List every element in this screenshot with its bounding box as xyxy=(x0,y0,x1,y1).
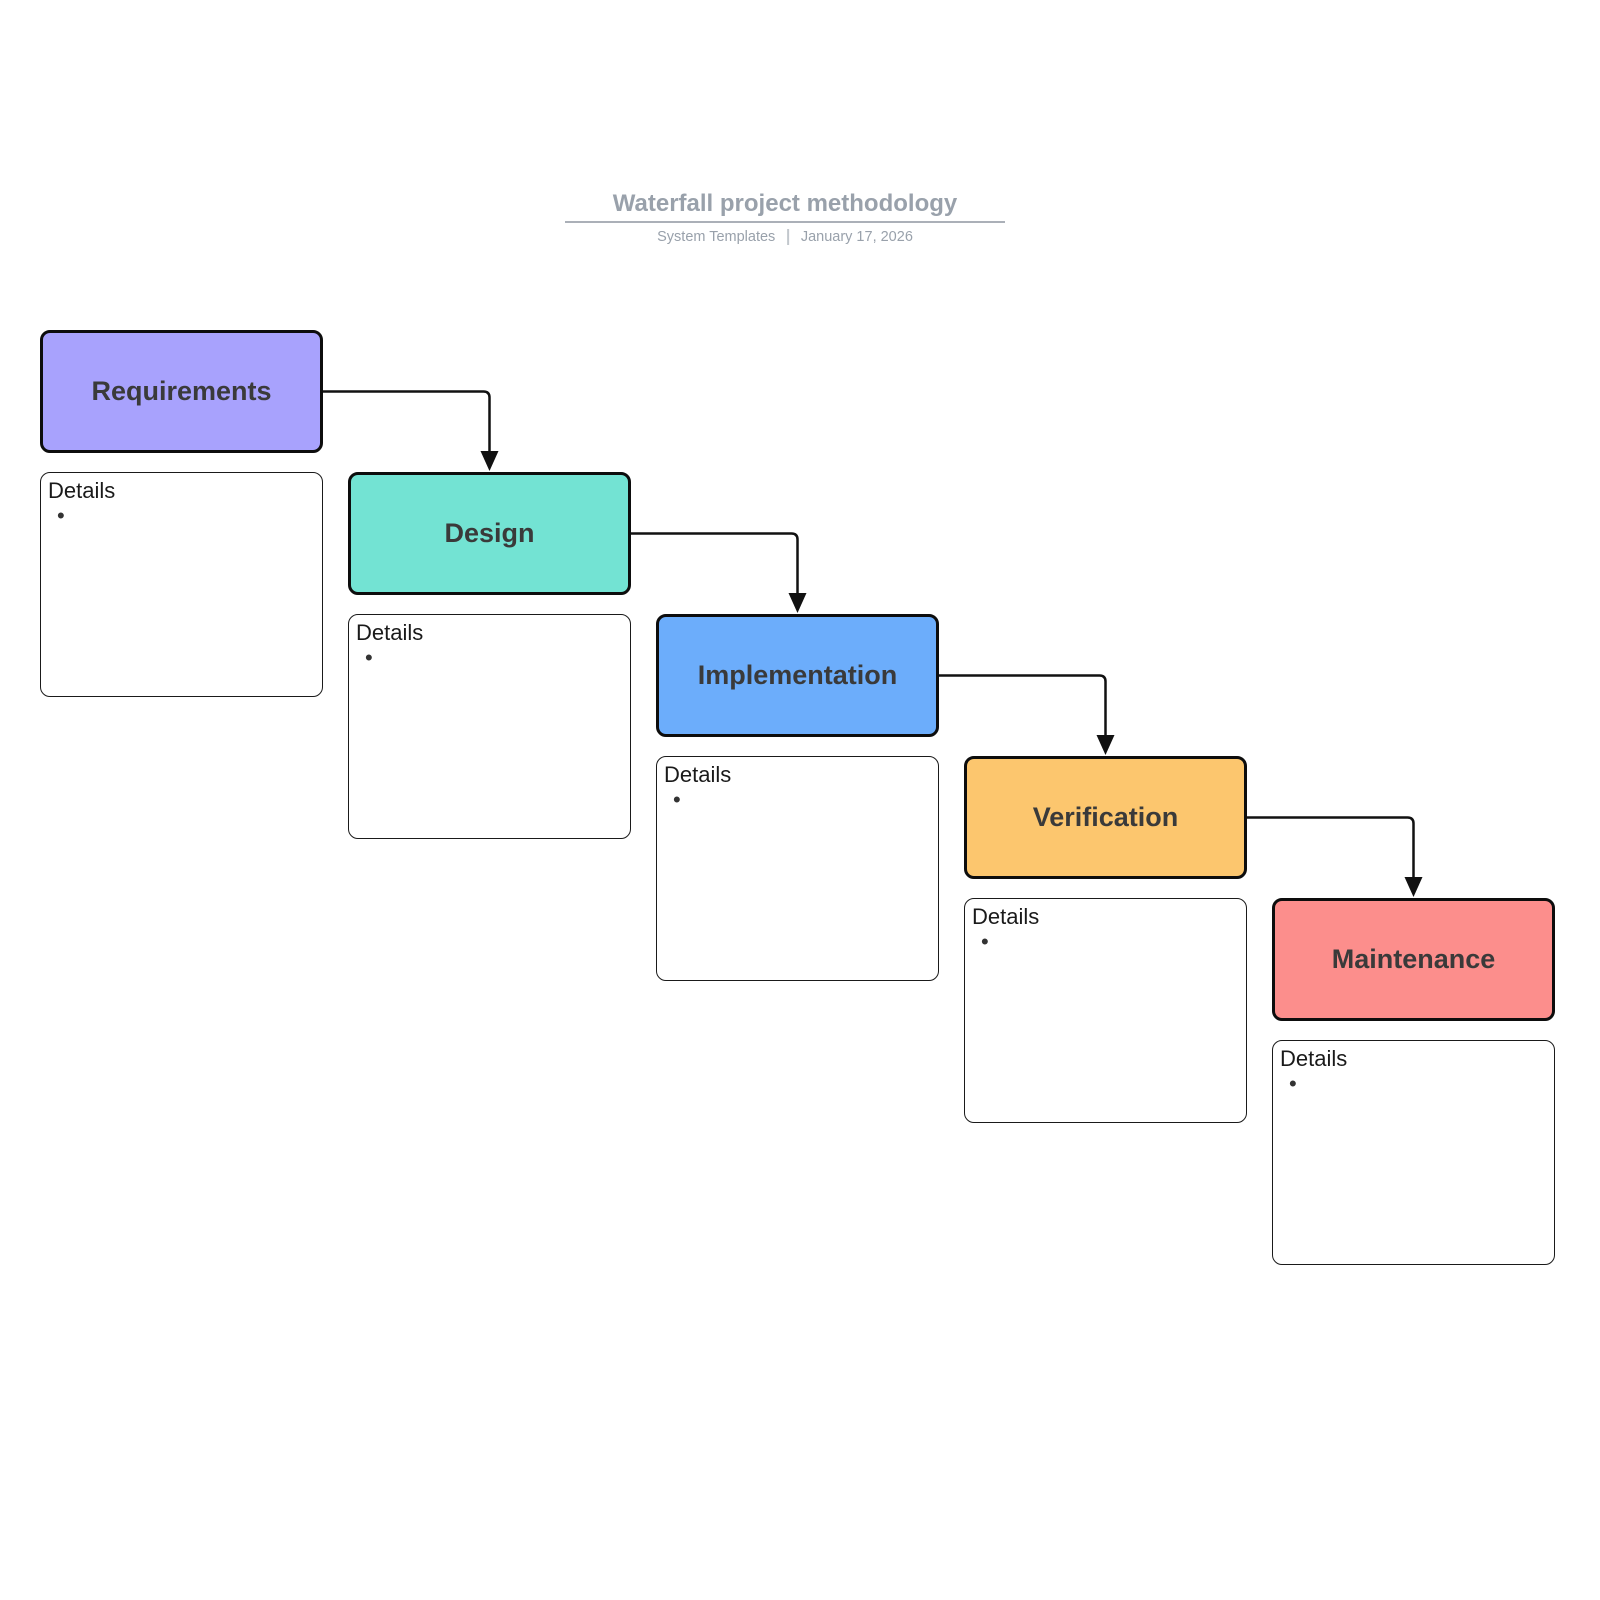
byline: System Templates xyxy=(657,229,776,245)
details-box-design[interactable]: Details • xyxy=(348,614,631,839)
details-box-requirements[interactable]: Details • xyxy=(40,472,323,697)
bullet-point: • xyxy=(365,645,373,670)
page-title: Waterfall project methodology xyxy=(612,190,958,217)
stage-label-design: Design xyxy=(444,518,535,548)
subtitle-divider xyxy=(787,229,789,245)
stage-box-implementation[interactable]: Implementation xyxy=(656,614,939,737)
stage-box-requirements[interactable]: Requirements xyxy=(40,330,323,453)
details-label: Details xyxy=(664,762,732,787)
stage-box-design[interactable]: Design xyxy=(348,472,631,595)
subtitle: System Templates January 17, 2026 xyxy=(657,229,913,245)
stage-label-requirements: Requirements xyxy=(91,376,272,406)
arrow-requirements-to-design[interactable] xyxy=(323,390,499,472)
arrow-design-to-implementation[interactable] xyxy=(631,532,807,614)
bullet-point: • xyxy=(673,787,681,812)
stage-box-verification[interactable]: Verification xyxy=(964,756,1247,879)
title-underline xyxy=(565,221,1005,223)
arrow-verification-to-maintenance[interactable] xyxy=(1247,816,1423,898)
details-box-verification[interactable]: Details • xyxy=(964,898,1247,1123)
stage-label-implementation: Implementation xyxy=(697,660,898,690)
arrow-implementation-to-verification[interactable] xyxy=(939,674,1115,756)
details-label: Details xyxy=(1280,1046,1348,1071)
bullet-point: • xyxy=(57,503,65,528)
details-box-maintenance[interactable]: Details • xyxy=(1272,1040,1555,1265)
date: January 17, 2026 xyxy=(800,229,913,245)
details-label: Details xyxy=(972,904,1040,929)
details-box-implementation[interactable]: Details • xyxy=(656,756,939,981)
details-label: Details xyxy=(48,478,116,503)
bullet-point: • xyxy=(981,929,989,954)
stage-box-maintenance[interactable]: Maintenance xyxy=(1272,898,1555,1021)
stage-label-verification: Verification xyxy=(1032,802,1179,832)
stage-label-maintenance: Maintenance xyxy=(1331,944,1496,974)
details-label: Details xyxy=(356,620,424,645)
bullet-point: • xyxy=(1289,1071,1297,1096)
